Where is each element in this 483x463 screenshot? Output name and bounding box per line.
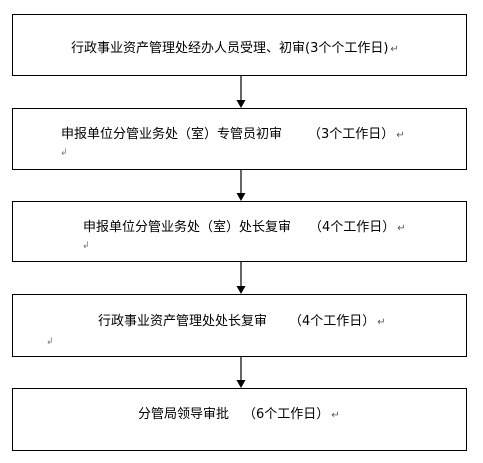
flow-step-5: 分管局领导审批 （6个工作日）↵ bbox=[12, 388, 467, 451]
flow-step-3: 申报单位分管业务处（室）处长复审 （4个工作日）↵ ↲ bbox=[12, 201, 467, 262]
flow-step-5-label: 分管局领导审批 bbox=[138, 407, 230, 422]
flow-step-4: 行政事业资产管理处处长复审 （4个工作日）↵ ↲ bbox=[12, 294, 467, 357]
arrow-2-to-3 bbox=[236, 170, 246, 201]
flow-step-4-duration: （4个工作日） bbox=[289, 314, 376, 329]
stray-paragraph-mark-icon: ↲ bbox=[82, 241, 90, 251]
paragraph-mark-icon: ↵ bbox=[397, 223, 406, 234]
flow-step-3-label: 申报单位分管业务处（室）处长复审 bbox=[83, 220, 292, 235]
arrow-4-to-5 bbox=[236, 357, 246, 388]
paragraph-mark-icon: ↵ bbox=[377, 317, 386, 328]
flow-step-4-label: 行政事业资产管理处处长复审 bbox=[98, 314, 268, 329]
flow-step-3-duration: （4个工作日） bbox=[309, 220, 396, 235]
arrow-1-to-2 bbox=[236, 76, 246, 108]
paragraph-mark-icon: ↵ bbox=[390, 44, 399, 55]
flow-step-2-duration: （3个工作日） bbox=[308, 127, 395, 142]
paragraph-mark-icon: ↵ bbox=[331, 410, 340, 421]
arrow-3-to-4 bbox=[236, 262, 246, 294]
flow-step-4-text: 行政事业资产管理处处长复审 （4个工作日）↵ bbox=[98, 314, 386, 331]
flow-step-3-text: 申报单位分管业务处（室）处长复审 （4个工作日）↵ bbox=[83, 220, 406, 237]
stray-paragraph-mark-icon: ↲ bbox=[60, 148, 68, 158]
stray-paragraph-mark-icon: ↲ bbox=[46, 337, 54, 347]
flow-step-2: 申报单位分管业务处（室）专管员初审 （3个工作日）↵ ↲ bbox=[12, 108, 467, 170]
flow-step-1: 行政事业资产管理处经办人员受理、初审(3个个工作日)↵ bbox=[12, 14, 467, 76]
flow-step-2-label: 申报单位分管业务处（室）专管员初审 bbox=[61, 127, 283, 142]
flow-step-5-text: 分管局领导审批 （6个工作日）↵ bbox=[138, 407, 340, 424]
flow-step-1-text: 行政事业资产管理处经办人员受理、初审(3个个工作日)↵ bbox=[71, 41, 399, 58]
flow-step-5-duration: （6个工作日） bbox=[243, 407, 330, 422]
flow-step-2-text: 申报单位分管业务处（室）专管员初审 （3个工作日）↵ bbox=[61, 127, 405, 144]
flow-step-1-label: 行政事业资产管理处经办人员受理、初审(3个个工作日) bbox=[71, 41, 389, 56]
paragraph-mark-icon: ↵ bbox=[396, 130, 405, 141]
